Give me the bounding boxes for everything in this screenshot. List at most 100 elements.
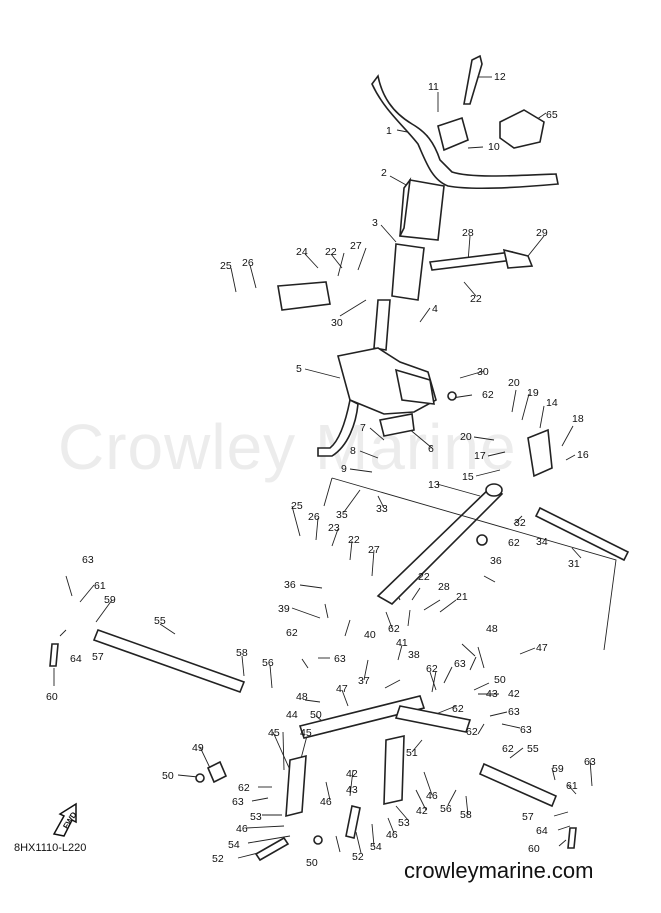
handle-tube xyxy=(371,74,559,189)
callout-c54a: 54 xyxy=(228,839,240,851)
callout-c28b: 28 xyxy=(438,581,450,593)
callout-c42a: 42 xyxy=(508,688,520,700)
callout-c3: 3 xyxy=(372,217,378,229)
wire-lead xyxy=(317,398,359,457)
callout-c45b: 45 xyxy=(300,727,312,739)
callout-c50c: 50 xyxy=(494,674,506,686)
callout-c30b: 30 xyxy=(477,366,489,378)
callout-c57b: 57 xyxy=(522,811,534,823)
callout-c61a: 61 xyxy=(94,580,106,592)
rod-55-right xyxy=(478,762,558,808)
callout-c40: 40 xyxy=(364,629,376,641)
link-bar-upper xyxy=(394,705,472,733)
callout-c22d: 22 xyxy=(418,571,430,583)
callout-c62h: 62 xyxy=(502,743,514,755)
bolt-52-right xyxy=(345,805,361,839)
leader-lines xyxy=(53,76,593,859)
callout-c18: 18 xyxy=(572,413,584,425)
callout-c63a: 63 xyxy=(82,554,94,566)
callout-c20a: 20 xyxy=(508,377,520,389)
bolt-60-left xyxy=(49,643,59,667)
housing-cylinder xyxy=(394,368,435,405)
callout-c37: 37 xyxy=(358,675,370,687)
callout-c62b: 62 xyxy=(508,537,520,549)
callout-c50b: 50 xyxy=(310,709,322,721)
callout-c36a: 36 xyxy=(490,555,502,567)
grip-sleeve-face xyxy=(399,177,412,237)
link-bar xyxy=(298,695,426,739)
pin-49 xyxy=(206,760,228,784)
callout-c1: 1 xyxy=(386,125,392,137)
callout-c57a: 57 xyxy=(92,651,104,663)
callout-c49: 49 xyxy=(192,742,204,754)
callout-c4: 4 xyxy=(432,303,438,315)
handle-clamp xyxy=(437,116,469,152)
callout-c42c: 42 xyxy=(416,805,428,817)
callout-c24: 24 xyxy=(296,246,308,258)
callout-labels: 1 2 3 4 5 6 7 8 9 10 11 12 13 14 15 16 1… xyxy=(46,71,596,869)
callout-c62d: 62 xyxy=(286,627,298,639)
callout-c28a: 28 xyxy=(462,227,474,239)
site-url[interactable]: crowleymarine.com xyxy=(404,858,594,883)
callout-c63g: 63 xyxy=(584,756,596,768)
callout-c9: 9 xyxy=(341,463,347,475)
callout-c25a: 25 xyxy=(220,260,232,272)
bolt-52-left xyxy=(254,836,290,862)
callout-c56b: 56 xyxy=(440,803,452,815)
callout-c60b: 60 xyxy=(528,843,540,855)
callout-c19: 19 xyxy=(527,387,539,399)
callout-c46a: 46 xyxy=(320,796,332,808)
callout-c64b: 64 xyxy=(536,825,548,837)
callout-c52b: 52 xyxy=(352,851,364,863)
callout-c63b: 63 xyxy=(334,653,346,665)
callout-c50d: 50 xyxy=(306,857,318,869)
callout-c62g: 62 xyxy=(238,782,250,794)
callout-c58b: 58 xyxy=(460,809,472,821)
callout-c43b: 43 xyxy=(346,784,358,796)
bolt-12 xyxy=(463,54,483,105)
bolt-60-right xyxy=(567,827,577,849)
nut-62-mid xyxy=(476,534,488,546)
lever-left xyxy=(285,754,307,818)
callout-c17: 17 xyxy=(474,450,486,462)
callout-c62f: 62 xyxy=(452,703,464,715)
callout-c55a: 55 xyxy=(154,615,166,627)
callout-c48b: 48 xyxy=(296,691,308,703)
callout-c23: 23 xyxy=(328,522,340,534)
callout-c45a: 45 xyxy=(268,727,280,739)
callout-c53b: 53 xyxy=(398,817,410,829)
shaft-end xyxy=(485,483,503,497)
column-shaft xyxy=(373,299,391,351)
callout-c62i: 62 xyxy=(466,726,478,738)
callout-c25b: 25 xyxy=(291,500,303,512)
callout-c46d: 46 xyxy=(426,790,438,802)
callout-c26a: 26 xyxy=(242,257,254,269)
callout-c16: 16 xyxy=(577,449,589,461)
callout-c59a: 59 xyxy=(104,594,116,606)
callout-c22b: 22 xyxy=(470,293,482,305)
bracket-14 xyxy=(527,428,553,478)
callout-c63d: 63 xyxy=(508,706,520,718)
callout-c13: 13 xyxy=(428,479,440,491)
callout-c2: 2 xyxy=(381,167,387,179)
callout-c50a: 50 xyxy=(162,770,174,782)
bracket-65 xyxy=(499,109,545,149)
washer-50-left xyxy=(195,773,205,783)
callout-c30a: 30 xyxy=(331,317,343,329)
callout-c21: 21 xyxy=(456,591,468,603)
callout-c26b: 26 xyxy=(308,511,320,523)
assembly-outline xyxy=(323,477,617,651)
steering-column xyxy=(391,243,425,301)
callout-c54b: 54 xyxy=(370,841,382,853)
callout-c41: 41 xyxy=(396,637,408,649)
callout-c38: 38 xyxy=(408,649,420,661)
callout-c47b: 47 xyxy=(336,683,348,695)
callout-c56a: 56 xyxy=(262,657,274,669)
callout-c34: 34 xyxy=(536,536,548,548)
callout-c59b: 59 xyxy=(552,763,564,775)
callout-c46c: 46 xyxy=(386,829,398,841)
callout-c65: 65 xyxy=(546,109,558,121)
callout-c62e: 62 xyxy=(426,663,438,675)
plate-6 xyxy=(379,413,415,437)
